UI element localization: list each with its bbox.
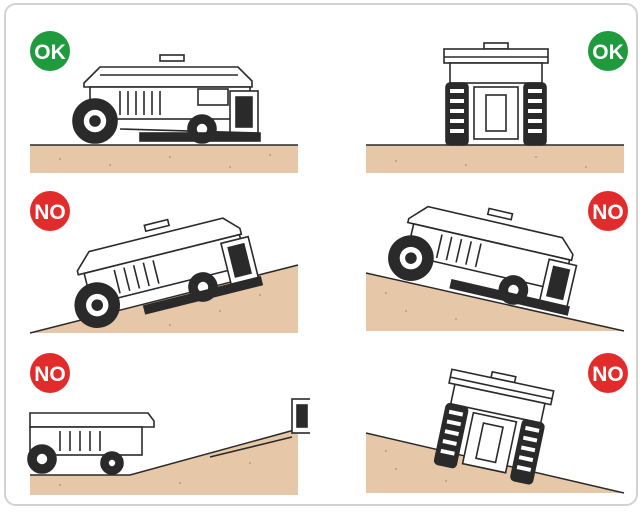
badge-no: NO	[588, 353, 628, 393]
ground-level	[30, 145, 298, 173]
panel-side-downhill: NO	[346, 181, 636, 341]
badge-text: OK	[592, 41, 624, 64]
panel-front-side-tilt: NO	[346, 343, 636, 503]
diagram-frame: OK	[4, 3, 638, 506]
panel-side-uphill: NO	[20, 181, 310, 341]
badge-ok: OK	[588, 31, 628, 71]
mower-side-view	[73, 55, 260, 143]
badge-no: NO	[588, 191, 628, 231]
badge-ok: OK	[30, 31, 70, 71]
badge-text: NO	[34, 363, 66, 386]
panel-side-ramp-gap: NO	[20, 343, 310, 503]
badge-no: NO	[30, 191, 70, 231]
panel-front-level: OK	[346, 21, 636, 181]
badge-text: NO	[592, 201, 624, 224]
badge-text: NO	[34, 201, 66, 224]
mower-side-view-partial	[28, 413, 154, 474]
badge-text: OK	[34, 41, 66, 64]
panel-side-level: OK	[20, 21, 310, 181]
mower-front-view	[432, 363, 555, 484]
mower-front-view	[444, 43, 548, 145]
ground-downhill	[366, 273, 624, 331]
badge-no: NO	[30, 353, 70, 393]
badge-text: NO	[592, 363, 624, 386]
ground-level	[366, 145, 624, 173]
